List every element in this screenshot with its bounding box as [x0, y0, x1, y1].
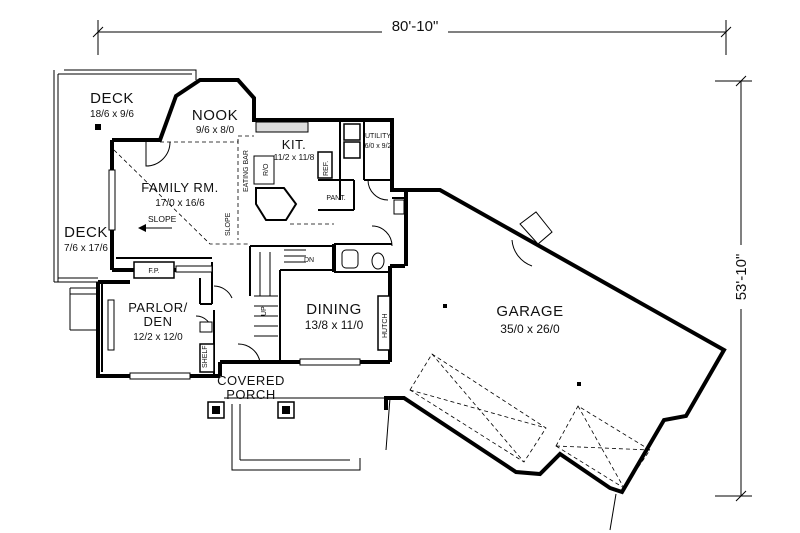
stair-up-label: UP	[261, 306, 268, 316]
ref-label: REF.	[323, 161, 330, 176]
family-slope-label: SLOPE	[148, 214, 177, 224]
deck-upper-size: 18/6 x 9/6	[90, 109, 134, 120]
dining-size: 13/8 x 11/0	[305, 318, 364, 332]
width-dimension: 80'-10"	[92, 16, 732, 55]
hall-slope-label: SLOPE	[225, 212, 232, 236]
porch-name: COVERED	[217, 373, 285, 388]
interior-walls: F.P. SHELF HUTCH REF. PANT.	[113, 120, 392, 374]
depth-dimension: 53'-10"	[715, 75, 753, 502]
fireplace-label: F.P.	[148, 268, 159, 275]
covered-porch	[207, 397, 391, 471]
kitchen-name: KIT.	[282, 137, 306, 152]
fireplace	[133, 261, 175, 279]
garage	[384, 188, 727, 531]
dining-name: DINING	[306, 301, 362, 318]
nook-size: 9/6 x 8/0	[196, 125, 235, 136]
garage-name: GARAGE	[496, 303, 563, 320]
parlor-name-2: DEN	[144, 314, 173, 329]
stair-down-label: DN	[304, 257, 314, 264]
family-size: 17/0 x 16/6	[155, 198, 205, 209]
utility-size: 6/0 x 9/2	[365, 143, 392, 150]
hutch-label: HUTCH	[382, 314, 389, 339]
eating-bar-label: EATING BAR	[243, 150, 250, 192]
utility-name: UTILITY	[365, 133, 391, 140]
post-marker	[95, 124, 101, 130]
pantry-label: PANT.	[326, 195, 345, 202]
nook-name: NOOK	[192, 107, 238, 124]
room-labels: DECK 18/6 x 9/6 DECK 7/6 x 17/6 NOOK 9/6…	[64, 90, 563, 402]
family-name: FAMILY RM.	[141, 180, 218, 195]
overall-depth-label: 53'-10"	[733, 254, 750, 301]
kitchen-island	[255, 187, 298, 221]
porch-name-2: PORCH	[226, 387, 275, 402]
overall-width-label: 80'-10"	[392, 18, 439, 35]
range-label: R/O	[263, 163, 270, 176]
deck-lower-name: DECK	[64, 224, 108, 241]
windows	[107, 169, 361, 380]
deck-upper-name: DECK	[90, 90, 134, 107]
deck-area	[53, 69, 197, 331]
kitchen-size: 11/2 x 11/8	[274, 152, 315, 162]
parlor-size: 12/2 x 12/0	[133, 332, 183, 343]
toilet	[371, 252, 385, 270]
garage-size: 35/0 x 26/0	[500, 322, 560, 336]
shelf-label: SHELF	[202, 345, 209, 368]
deck-lower-size: 7/6 x 17/6	[64, 243, 108, 254]
sink	[341, 249, 359, 269]
staircase: UP DN	[254, 249, 314, 337]
doors	[145, 141, 393, 363]
parlor-name: PARLOR/	[128, 300, 188, 315]
